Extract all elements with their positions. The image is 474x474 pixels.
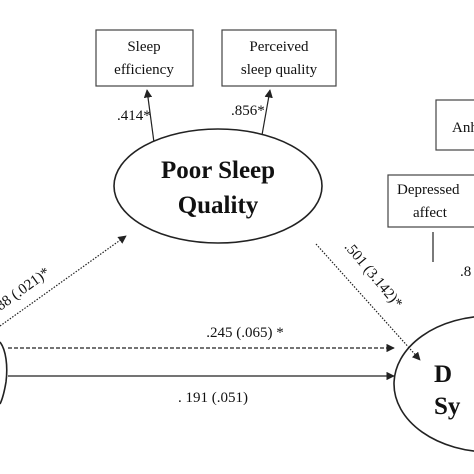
loading-arrow-perceived-sleep-quality [261,89,273,136]
loading-sleep-efficiency: .414* [117,108,151,124]
path-a-coefficient: .488 (.021)* [0,265,53,321]
path-a-arrow [0,235,127,327]
perceived-sleep-quality-label-line2: sleep quality [241,62,318,78]
depressed-affect-indicator: Depressed affect [387,174,474,228]
sleep-efficiency-label-line2: efficiency [114,62,174,78]
depressive-symptoms-latent: D Sy [393,316,474,452]
path-c-prime-coefficient: .245 (.065) * [206,325,284,341]
anhedonia-label: Anh [452,120,474,136]
predictor-latent-partial [0,341,8,405]
depressive-symptoms-label-line1: D [434,361,452,388]
depressive-symptoms-label-line2: Sy [434,393,461,420]
path-b-arrow [315,243,421,361]
poor-sleep-quality-label-line2: Quality [178,192,259,219]
sleep-efficiency-indicator: Sleep efficiency [95,29,194,87]
depressed-affect-label-line1: Depressed [397,182,460,198]
anhedonia-indicator-partial: Anh [435,99,474,151]
perceived-sleep-quality-label-line1: Perceived [249,39,309,55]
path-c-coefficient: . 191 (.051) [178,390,248,406]
depressed-affect-label-line2: affect [413,205,448,221]
poor-sleep-quality-latent: Poor Sleep Quality [113,128,323,244]
path-b-coefficient: .501 (3.142)* [341,239,405,312]
sleep-efficiency-label-line1: Sleep [127,39,160,55]
loading-arrow-sleep-efficiency [143,89,156,151]
poor-sleep-quality-label-line1: Poor Sleep [161,157,275,184]
perceived-sleep-quality-indicator: Perceived sleep quality [221,29,337,87]
loading-depressed-affect: .8 [460,264,471,280]
loading-perceived-sleep-quality: .856* [231,103,265,119]
